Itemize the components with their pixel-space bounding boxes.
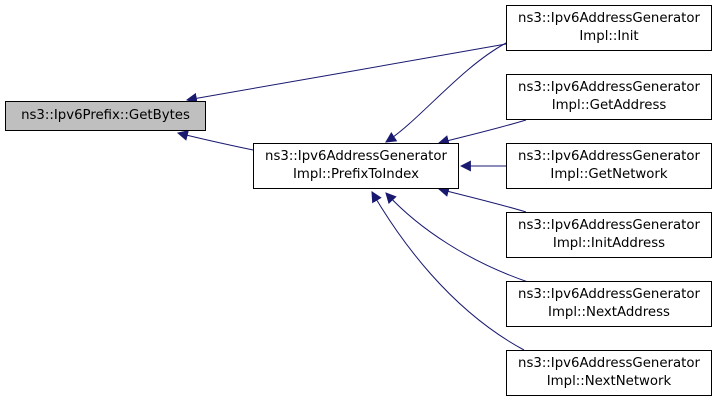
edge-prefixtoindex-to-getbytes [176, 130, 254, 151]
node-label-line: Impl::Init [579, 29, 639, 44]
node-label-line: ns3::Ipv6AddressGenerator [518, 287, 700, 302]
node-label-line: ns3::Ipv6Prefix::GetBytes [21, 108, 190, 123]
edge-nextaddress-to-prefixtoindex [385, 192, 529, 283]
edge-getaddress-to-prefixtoindex [437, 119, 527, 146]
node-label-line: Impl::GetAddress [551, 98, 667, 113]
node-label-line: ns3::Ipv6AddressGenerator [518, 80, 700, 95]
node-label-line: ns3::Ipv6AddressGenerator [518, 356, 700, 371]
node-label-line: ns3::Ipv6AddressGenerator [518, 218, 700, 233]
node-getbytes: ns3::Ipv6Prefix::GetBytes [5, 101, 206, 131]
node-label-line: Impl::NextNetwork [546, 374, 672, 389]
node-label-line: Impl::InitAddress [552, 236, 666, 251]
edge-initaddress-to-prefixtoindex [437, 186, 527, 213]
node-label-line: ns3::Ipv6AddressGenerator [518, 11, 700, 26]
node-label-line: Impl::GetNetwork [550, 167, 668, 182]
node-label-line: Impl::PrefixToIndex [293, 167, 419, 182]
edge-init-to-getbytes [185, 43, 507, 104]
node-label-line: Impl::NextAddress [548, 305, 670, 320]
edge-init-to-prefixtoindex [385, 42, 507, 143]
node-label-line: ns3::Ipv6AddressGenerator [518, 149, 700, 164]
edge-nextnetwork-to-prefixtoindex [371, 191, 525, 351]
node-label-line: ns3::Ipv6AddressGenerator [265, 149, 447, 164]
